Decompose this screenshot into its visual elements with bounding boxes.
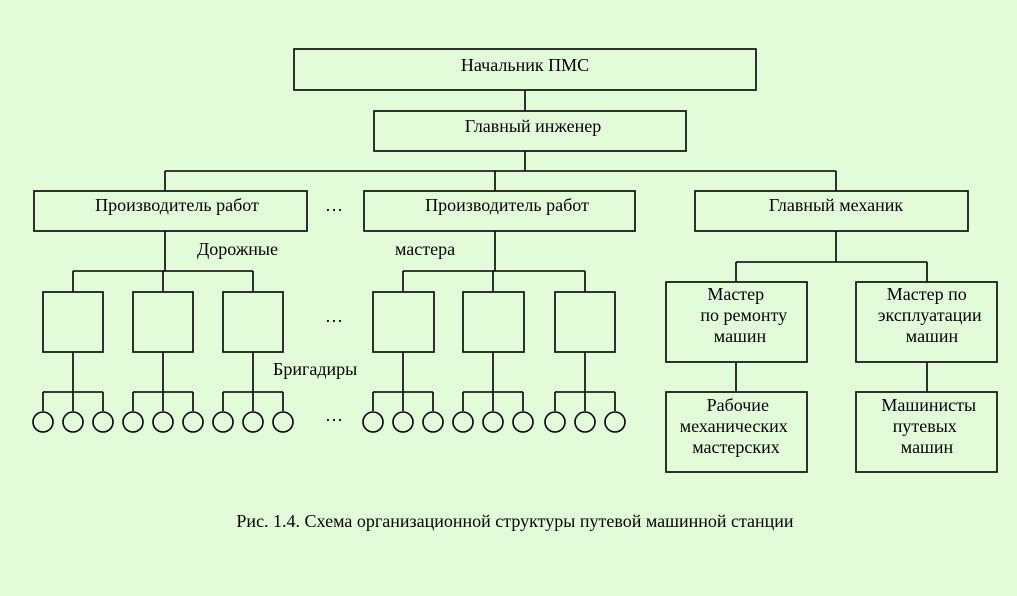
machine-operators-box	[855, 391, 998, 473]
foreman-circle	[152, 411, 174, 433]
ellipsis-masters: …	[325, 306, 343, 326]
figure-caption: Рис. 1.4. Схема организационной структур…	[236, 511, 794, 531]
foreman-circle	[604, 411, 626, 433]
foreman-circle	[482, 411, 504, 433]
foreman-circle	[392, 411, 414, 433]
master-box	[372, 291, 435, 353]
foreman-circle	[212, 411, 234, 433]
foremen-group-2	[122, 352, 204, 433]
works-manager-box-2	[363, 190, 636, 232]
foremen-group-3	[212, 352, 294, 433]
foreman-circle	[544, 411, 566, 433]
head-label: Начальник ПМС	[461, 55, 589, 75]
repair-master-line-3: машин	[714, 326, 767, 346]
mechanic-workers-line-1: Рабочие	[707, 395, 769, 415]
operation-master-line-3: машин	[906, 326, 959, 346]
masters-label: мастера	[395, 239, 455, 259]
foreman-circle	[512, 411, 534, 433]
master-box	[554, 291, 616, 353]
works-manager-label-2: Производитель работ	[425, 195, 589, 215]
foreman-circle	[422, 411, 444, 433]
foreman-circle	[272, 411, 294, 433]
mechanic-workers-line-3: мастерских	[692, 437, 779, 457]
machine-operators-line-1: Машинисты	[881, 395, 976, 415]
machine-operators-label: Машинисты путевых машин	[881, 395, 980, 457]
foreman-circle	[62, 411, 84, 433]
repair-master-line-1: Мастер	[707, 284, 764, 304]
ellipsis-level2: …	[325, 195, 343, 215]
foreman-circle	[242, 411, 264, 433]
machine-operators-line-2: путевых	[893, 416, 957, 436]
chief-mechanic-box	[694, 190, 969, 232]
foreman-circle	[362, 411, 384, 433]
works-manager-box-1	[33, 190, 308, 232]
mechanic-workers-label: Рабочие механических мастерских	[680, 395, 793, 457]
mechanic-workers-line-2: механических	[680, 416, 788, 436]
foremen-group-4	[362, 352, 444, 433]
ellipsis-foremen: …	[325, 405, 343, 425]
chief-engineer-box	[373, 110, 687, 152]
foreman-circle	[452, 411, 474, 433]
foremen-group-6	[544, 352, 626, 433]
works-manager-label-1: Производитель работ	[95, 195, 259, 215]
operation-master-line-2: эксплуатации	[878, 305, 982, 325]
repair-master-label: Мастер по ремонту машин	[700, 284, 791, 346]
operation-master-line-1: Мастер по	[887, 284, 967, 304]
foremen-group-5	[452, 352, 534, 433]
chief-mechanic-label: Главный механик	[769, 195, 904, 215]
master-box	[42, 291, 104, 353]
chief-engineer-label: Главный инженер	[465, 116, 601, 136]
foreman-circle	[32, 411, 54, 433]
master-box	[222, 291, 284, 353]
master-box	[462, 291, 525, 353]
foreman-circle	[182, 411, 204, 433]
master-box	[132, 291, 194, 353]
machine-operators-line-3: машин	[901, 437, 954, 457]
foremen-group-1	[32, 352, 114, 433]
operation-master-label: Мастер по эксплуатации машин	[878, 284, 986, 346]
mechanic-workers-box	[665, 391, 808, 473]
foremen-label: Бригадиры	[273, 359, 357, 379]
foreman-circle	[574, 411, 596, 433]
foreman-circle	[92, 411, 114, 433]
repair-master-line-2: по ремонту	[700, 305, 787, 325]
foreman-circle	[122, 411, 144, 433]
road-label: Дорожные	[197, 239, 278, 259]
